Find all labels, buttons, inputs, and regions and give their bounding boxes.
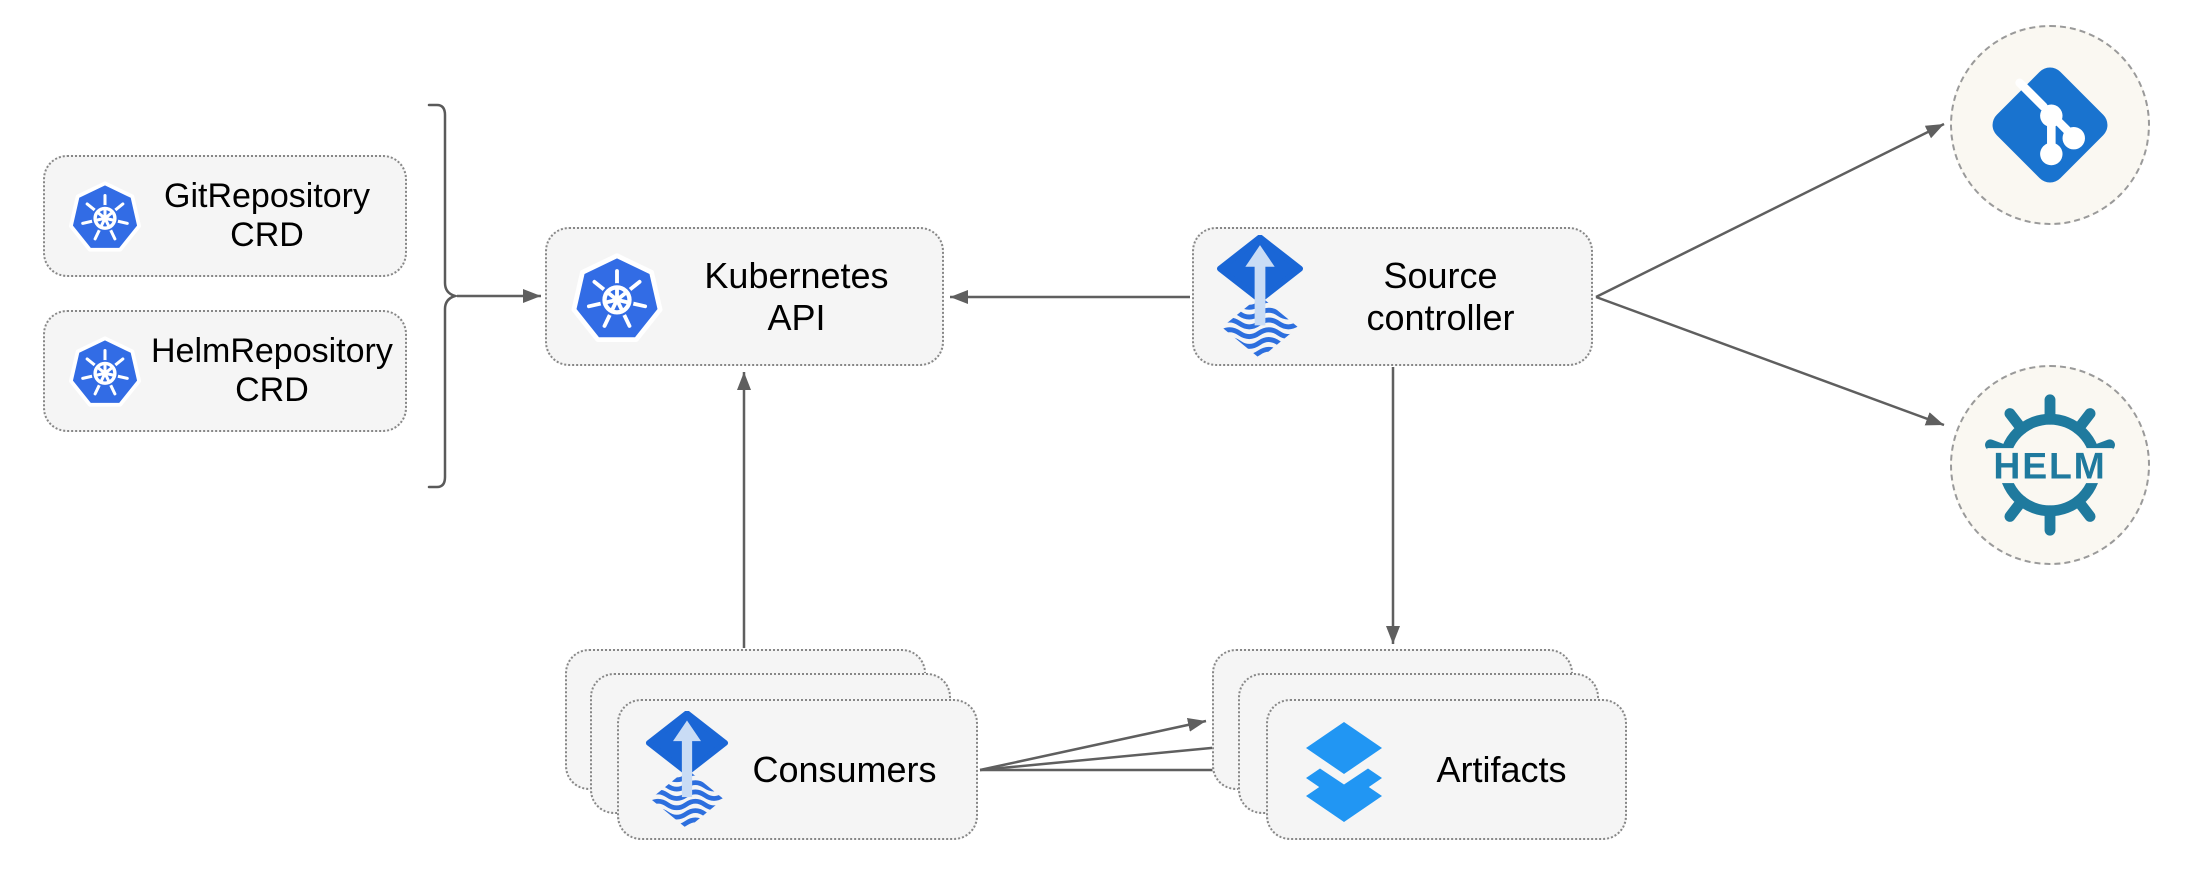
node-kubernetes-api: Kubernetes API [545, 227, 944, 366]
flux-icon [1216, 234, 1304, 359]
node-consumers-label: Consumers [752, 748, 937, 790]
node-helmrepository-crd-label: HelmRepository CRD [151, 331, 393, 409]
node-kubernetes-api-label: Kubernetes API [704, 254, 889, 338]
helm-icon-label: HELM [1993, 444, 2106, 486]
node-artifacts-label: Artifacts [1436, 748, 1567, 790]
edge-consumers-to-artifacts-2 [979, 740, 1233, 772]
node-source-controller: Source controller [1192, 227, 1593, 366]
layers-icon [1306, 721, 1382, 822]
kubernetes-icon [68, 181, 142, 252]
node-source-controller-label: Source controller [1366, 254, 1515, 338]
node-helm-endpoint: HELM [1950, 365, 2150, 565]
edge-consumers-to-artifacts-1 [979, 717, 1207, 772]
kubernetes-icon [68, 336, 142, 407]
crd-group-bracket [427, 103, 460, 489]
node-helmrepository-crd: HelmRepository CRD [43, 310, 407, 432]
node-git-endpoint [1950, 25, 2150, 225]
node-consumers: Consumers [617, 699, 978, 840]
helm-icon: HELM [1984, 394, 2116, 536]
node-artifacts: Artifacts [1266, 699, 1627, 840]
flux-icon [645, 710, 729, 829]
edge-source-to-helm [1595, 295, 1945, 427]
kubernetes-icon [571, 252, 663, 342]
node-gitrepository-crd-label: GitRepository CRD [164, 176, 370, 254]
git-icon [1992, 67, 2108, 183]
node-gitrepository-crd: GitRepository CRD [43, 155, 407, 277]
edge-source-to-git [1595, 122, 1945, 299]
